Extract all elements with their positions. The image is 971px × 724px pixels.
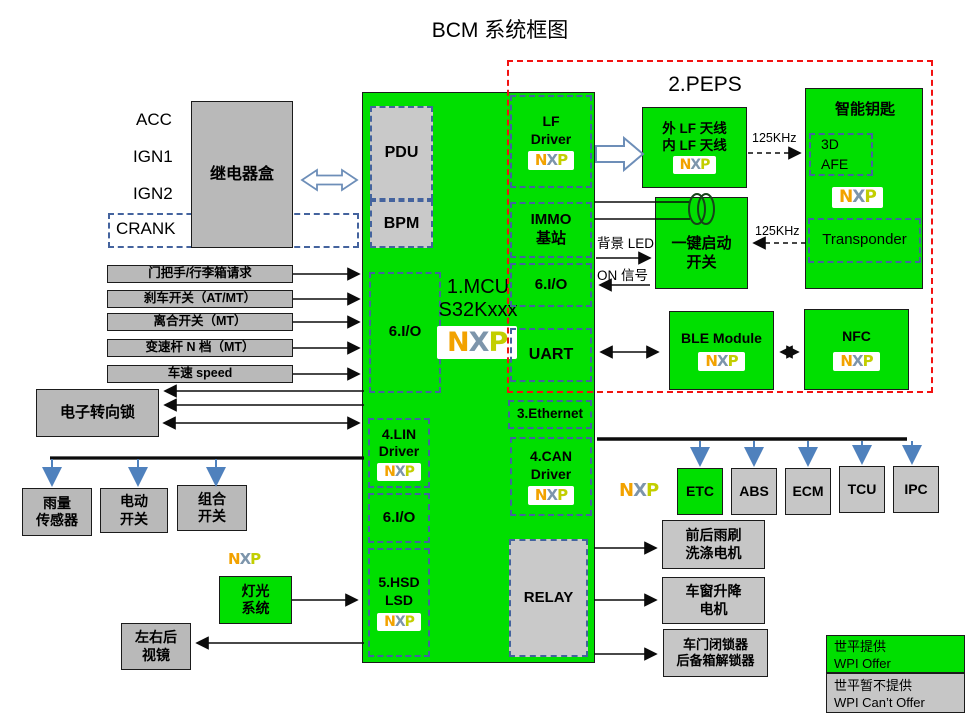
bar-gear-n: 变速杆 N 档（MT） [107, 339, 293, 357]
nxp-logo: NXP [833, 351, 880, 371]
nxp-logo: NXP [619, 480, 659, 501]
nfc-block: NFC NXP [804, 309, 909, 390]
relay-box: 继电器盒 [191, 101, 293, 248]
nxp-logo: NXP [527, 151, 575, 170]
nxp-logo: NXP [672, 156, 717, 175]
label-acc: ACC [136, 110, 172, 129]
combo-switch-block: 组合开关 [177, 485, 247, 531]
bar-speed: 车速 speed [107, 365, 293, 383]
nxp-logo: NXP [698, 351, 745, 371]
ethernet-block: 3.Ethernet [508, 400, 592, 429]
bar-brake-switch: 刹车开关（AT/MT） [107, 290, 293, 308]
node-etc: ETC [677, 468, 723, 515]
label-ign1: IGN1 [133, 147, 173, 166]
relay-block: RELAY [509, 539, 588, 657]
light-system-block: 灯光系统 [219, 576, 292, 624]
peps-label: 2.PEPS [668, 73, 742, 96]
mirror-block: 左右后视镜 [121, 623, 191, 670]
window-motor-block: 车窗升降电机 [662, 577, 765, 624]
rain-sensor-block: 雨量传感器 [22, 488, 92, 536]
node-ipc: IPC [893, 466, 939, 513]
freq-label-bottom: 125KHz [755, 224, 800, 238]
node-tcu: TCU [839, 466, 885, 513]
nxp-logo: NXP [832, 187, 883, 208]
label-crank: CRANK [116, 219, 176, 238]
start-switch-block: 一键启动开关 [655, 197, 748, 289]
label-ign2: IGN2 [133, 184, 173, 203]
nxp-logo: NXP [377, 613, 421, 631]
door-lock-block: 车门闭锁器后备箱解锁器 [663, 629, 768, 677]
block-arrow-relaybox-mcu [300, 168, 359, 192]
nxp-logo: NXP [437, 326, 518, 359]
uart-block: UART [510, 328, 592, 382]
nxp-logo: NXP [377, 462, 421, 481]
io-block-left: 6.I/O [369, 272, 441, 393]
bg-led-label: 背景 LED [597, 236, 655, 251]
bpm-block: BPM [370, 200, 433, 248]
io-block-right: 6.I/O [510, 263, 592, 307]
on-signal-label: ON 信号 [597, 268, 649, 283]
transponder-block: Transponder [808, 218, 921, 263]
wiper-motor-block: 前后雨刷洗涤电机 [662, 520, 765, 569]
nxp-logo: NXP [228, 550, 261, 568]
peps-dashed-box [507, 60, 933, 393]
freq-label-top: 125KHz [752, 131, 797, 145]
page-title: BCM 系统框图 [431, 19, 569, 42]
steering-lock-block: 电子转向锁 [36, 389, 159, 437]
node-abs: ABS [731, 468, 777, 515]
pdu-block: PDU [370, 106, 433, 200]
electric-switch-block: 电动开关 [100, 488, 168, 533]
node-ecm: ECM [785, 468, 831, 515]
nxp-logo: NXP [527, 486, 575, 505]
smart-key-title: 智能钥匙 [834, 101, 895, 118]
io-block-left2: 6.I/O [368, 493, 430, 543]
bar-door-trunk-request: 门把手/行李箱请求 [107, 265, 293, 283]
ble-module-block: BLE Module NXP [669, 311, 774, 390]
bar-clutch-switch: 离合开关（MT） [107, 313, 293, 331]
lf-antenna-block: 外 LF 天线内 LF 天线 NXP [642, 107, 747, 188]
